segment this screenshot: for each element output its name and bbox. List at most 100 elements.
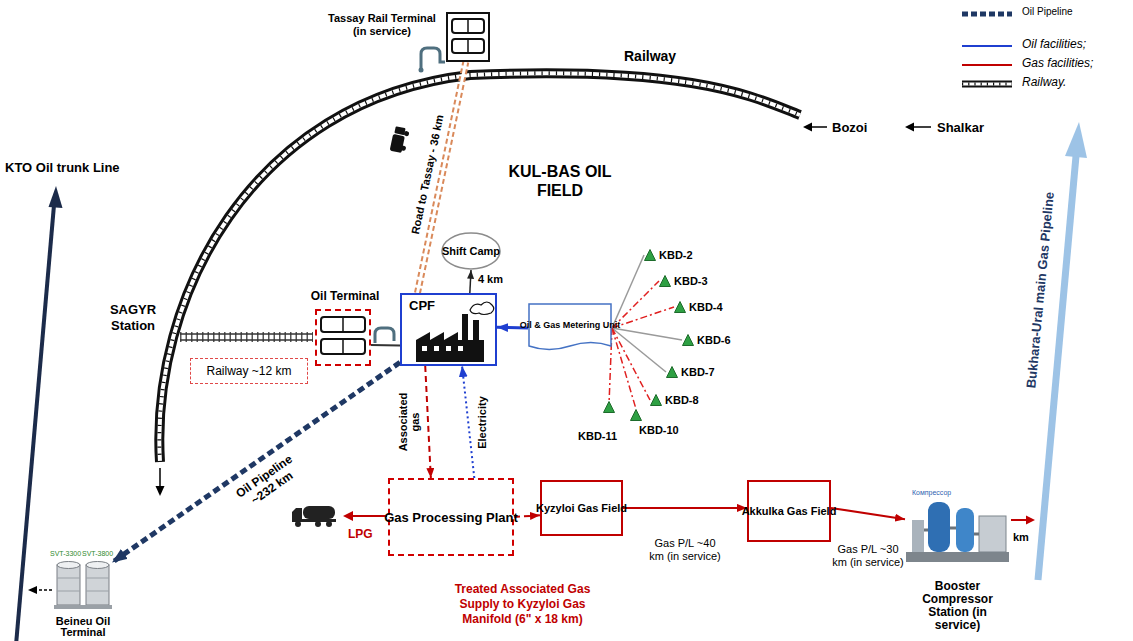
rail-wagon-icon-part	[321, 317, 365, 332]
legend-sample	[960, 58, 1014, 72]
loading-arm-icon	[375, 328, 394, 343]
rail-wagon-icon-part	[452, 39, 484, 53]
well-triangle-shape	[683, 335, 694, 346]
product-arrow-part	[352, 515, 387, 517]
legend-text: Railway.	[1022, 75, 1066, 89]
storage-tank-icon-part	[86, 578, 109, 579]
well-triangle	[674, 301, 686, 313]
flow-connector	[831, 508, 905, 519]
node-text: Shift Camp	[442, 245, 500, 257]
flow-connector	[612, 328, 666, 372]
station-arrow-part	[156, 486, 165, 496]
flow-connector	[612, 307, 674, 328]
storage-tank-icon-part	[86, 565, 109, 605]
tanker-icon-part	[315, 521, 321, 527]
legend-line	[962, 12, 1012, 17]
oil-terminal-tanks: SVT-3300SVT-3800Beineu Oil Terminal	[54, 560, 112, 610]
rail-track	[180, 334, 313, 340]
well-name: KBD-2	[659, 248, 693, 262]
well-name: KBD-3	[674, 274, 708, 288]
well-triangle-shape	[675, 302, 686, 313]
well-name: KBD-10	[639, 423, 679, 437]
compressor-picture-part	[912, 520, 924, 552]
flow-connector	[623, 507, 747, 509]
plant-icon-part	[462, 314, 468, 340]
storage-tank-icon-part	[86, 562, 109, 569]
outflow-arrow	[28, 586, 52, 594]
process-facility-box: CPF	[400, 293, 497, 366]
plant-box: Gas Processing Plant	[388, 478, 514, 556]
tanker-icon-part	[303, 506, 335, 519]
railway-label: Railway	[624, 48, 676, 65]
legend-sample	[960, 39, 1014, 53]
plant-icon-part	[470, 302, 494, 315]
direction-arrow-part	[913, 126, 931, 128]
rail-wagon-icon	[321, 317, 365, 354]
plant-icon-part	[473, 320, 479, 340]
direction-arrow-part	[905, 123, 914, 132]
loading-arm-icon-part	[419, 68, 424, 73]
tanker-icon-part	[295, 521, 301, 527]
legend-line	[962, 45, 1012, 47]
edge-label: Electricity	[475, 395, 488, 450]
outflow-arrow-part	[1026, 516, 1035, 525]
rail-terminal: Tassay Rail Terminal (in service)	[446, 12, 490, 62]
rail-track-part	[180, 339, 313, 341]
gas-field-box: Kyzyloi Gas Field	[540, 480, 623, 536]
product-arrow	[343, 511, 387, 521]
railway-line-part	[159, 73, 800, 462]
well-triangle-shape	[667, 367, 678, 378]
node-text: Tassay Rail Terminal (in service)	[322, 12, 442, 38]
compressor-picture-part	[979, 516, 1006, 552]
legend-text: Oil facilities;	[1022, 37, 1086, 51]
plant-icon-part	[446, 346, 451, 351]
railway-line	[159, 73, 800, 462]
well-triangle	[659, 275, 671, 287]
product-label: LPG	[348, 527, 373, 541]
node-text: Booster Compressor Station (in service)	[910, 580, 1005, 632]
node-text: Компрессор	[912, 489, 951, 497]
legend: Oil PipelineOil facilities;Gas facilitie…	[960, 0, 1130, 96]
gas-main-arrow-part	[1065, 122, 1087, 158]
outflow-arrow-part	[1011, 519, 1027, 521]
rail-wagon-icon-part	[342, 317, 344, 332]
legend-item: Oil facilities;	[960, 38, 1130, 54]
node-text: SVT-3300	[50, 550, 81, 558]
well-triangle-shape	[604, 402, 615, 413]
edge-label: Associated gas	[397, 388, 421, 456]
node-text: Railway ~12 km	[206, 364, 291, 378]
node-text: Oil & Gas Metering Unit	[520, 320, 621, 330]
station-arrow-part	[159, 468, 161, 488]
direction-arrow-part	[803, 123, 812, 132]
well-marker: KBD-6	[682, 333, 731, 347]
flow-connector	[371, 344, 400, 347]
place-name: Shalkar	[937, 120, 984, 136]
storage-tank-icon-part	[57, 591, 80, 592]
pipeline-label: Bukhara-Ural main Gas Pipeline	[1023, 191, 1057, 389]
trunk-line-arrow	[16, 186, 63, 641]
legend-line	[962, 83, 1012, 86]
place-name: Bozoi	[832, 120, 867, 136]
compressor-picture-part	[924, 528, 979, 534]
rail-wagon-icon-part	[321, 339, 365, 354]
note: Treated Associated Gas Supply to Kyzyloi…	[440, 582, 605, 627]
legend-sample	[960, 7, 1014, 21]
node-text: Beineu Oil Terminal	[44, 616, 122, 638]
plant-icon-part	[422, 346, 427, 351]
storage-tank-icon-part	[57, 562, 80, 569]
unit-label: km	[1013, 531, 1029, 544]
well-marker: KBD-11	[578, 401, 617, 443]
outflow-arrow-part	[36, 589, 52, 591]
legend-text: Oil Pipeline	[1022, 6, 1073, 18]
loading-arm-icon-part	[375, 328, 394, 343]
ellipse-outline	[442, 233, 500, 269]
distance-box: Railway ~12 km	[190, 358, 308, 384]
direction-arrow-part	[811, 126, 827, 128]
storage-tank-icon	[54, 562, 112, 610]
field-title: KUL-BAS OIL FIELD	[492, 162, 628, 200]
node-text: Akkulka Gas Field	[742, 505, 837, 518]
flow-connector	[612, 328, 636, 409]
rail-wagon-icon	[452, 19, 484, 53]
flow-connector	[470, 270, 471, 293]
